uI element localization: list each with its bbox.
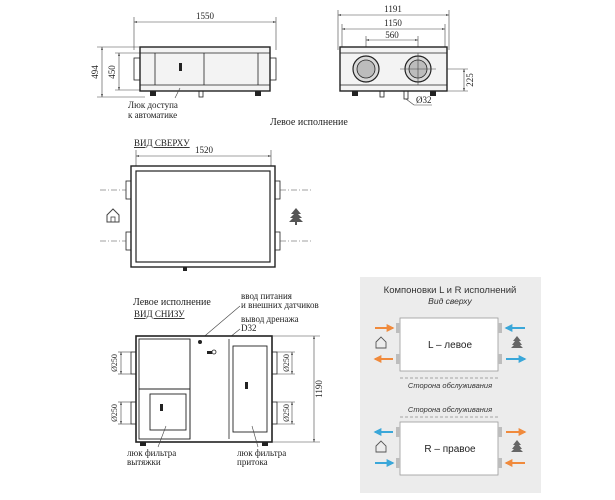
bottom-depth-dim: 1190: [314, 380, 324, 398]
front-left-spigot: [133, 57, 141, 81]
dia-bottom-right: Ø250: [282, 404, 291, 422]
side-view: 1191 1150 560 225 Ø32: [337, 4, 475, 106]
house-icon: [375, 336, 387, 349]
front-height-total-dim: 494: [90, 65, 100, 79]
dia-top-right: Ø250: [282, 354, 291, 372]
unit-right: [399, 421, 499, 476]
service-side-1: Сторона обслуживания: [408, 381, 492, 390]
tree-icon: [511, 440, 523, 452]
layouts-title: Компоновки L и R исполнений: [384, 285, 517, 296]
front-body: [139, 46, 271, 92]
hatch-label-line1: Люк доступа: [128, 100, 178, 110]
top-width-dim: 1520: [195, 145, 214, 155]
power-label-line1: ввод питания: [241, 291, 292, 301]
house-icon: [106, 208, 120, 223]
exhaust-filter-label-line2: вытяжки: [127, 457, 161, 467]
power-label-line2: и внешних датчиков: [241, 300, 319, 310]
service-side-2: Сторона обслуживания: [408, 405, 492, 414]
supply-filter-hatch: [232, 345, 268, 433]
front-width-dim: 1550: [196, 11, 215, 21]
bottom-view-title: ВИД СНИЗУ: [134, 309, 185, 319]
drain-label-line2: D32: [241, 323, 257, 333]
unit-left: [399, 317, 499, 372]
drain-label-line1: вывод дренажа: [241, 314, 299, 324]
spigot-span-dim: 560: [385, 30, 399, 40]
bottom-variant-caption: Левое исполнение: [133, 297, 211, 308]
layouts-panel: Компоновки L и R исполнений Вид сверху L…: [360, 277, 541, 493]
supply-filter-label-line1: люк фильтра: [237, 448, 286, 458]
tree-icon: [289, 208, 303, 225]
side-width-body-dim: 1150: [384, 18, 402, 28]
top-view-title: ВИД СВЕРХУ: [134, 138, 190, 148]
side-width-total-dim: 1191: [384, 4, 402, 14]
layouts-subtitle: Вид сверху: [428, 296, 472, 306]
drain-diameter-dim: Ø32: [416, 95, 432, 105]
hatch-handle: [179, 63, 182, 71]
front-right-spigot: [269, 57, 277, 81]
tree-icon: [511, 336, 523, 348]
exhaust-filter-hatch: [149, 393, 187, 431]
front-height-body-dim: 450: [107, 65, 117, 79]
spigot-height-dim: 225: [465, 73, 475, 87]
top-view: ВИД СВЕРХУ 1520: [100, 138, 312, 271]
dia-bottom-left: Ø250: [110, 404, 119, 422]
hatch-label-line2: к автоматике: [128, 110, 177, 120]
layout-right-label: R – правое: [424, 444, 476, 455]
house-icon: [375, 440, 387, 453]
bottom-view: Левое исполнение ВИД СНИЗУ ввод питания …: [110, 291, 324, 467]
dia-top-left: Ø250: [110, 354, 119, 372]
front-view: 1550 494 450 Люк доступа к автоматике: [90, 11, 277, 120]
layout-left-label: L – левое: [428, 340, 472, 351]
left-variant-caption: Левое исполнение: [270, 117, 348, 128]
exhaust-filter-label-line1: люк фильтра: [127, 448, 176, 458]
supply-filter-label-line2: притока: [237, 457, 268, 467]
